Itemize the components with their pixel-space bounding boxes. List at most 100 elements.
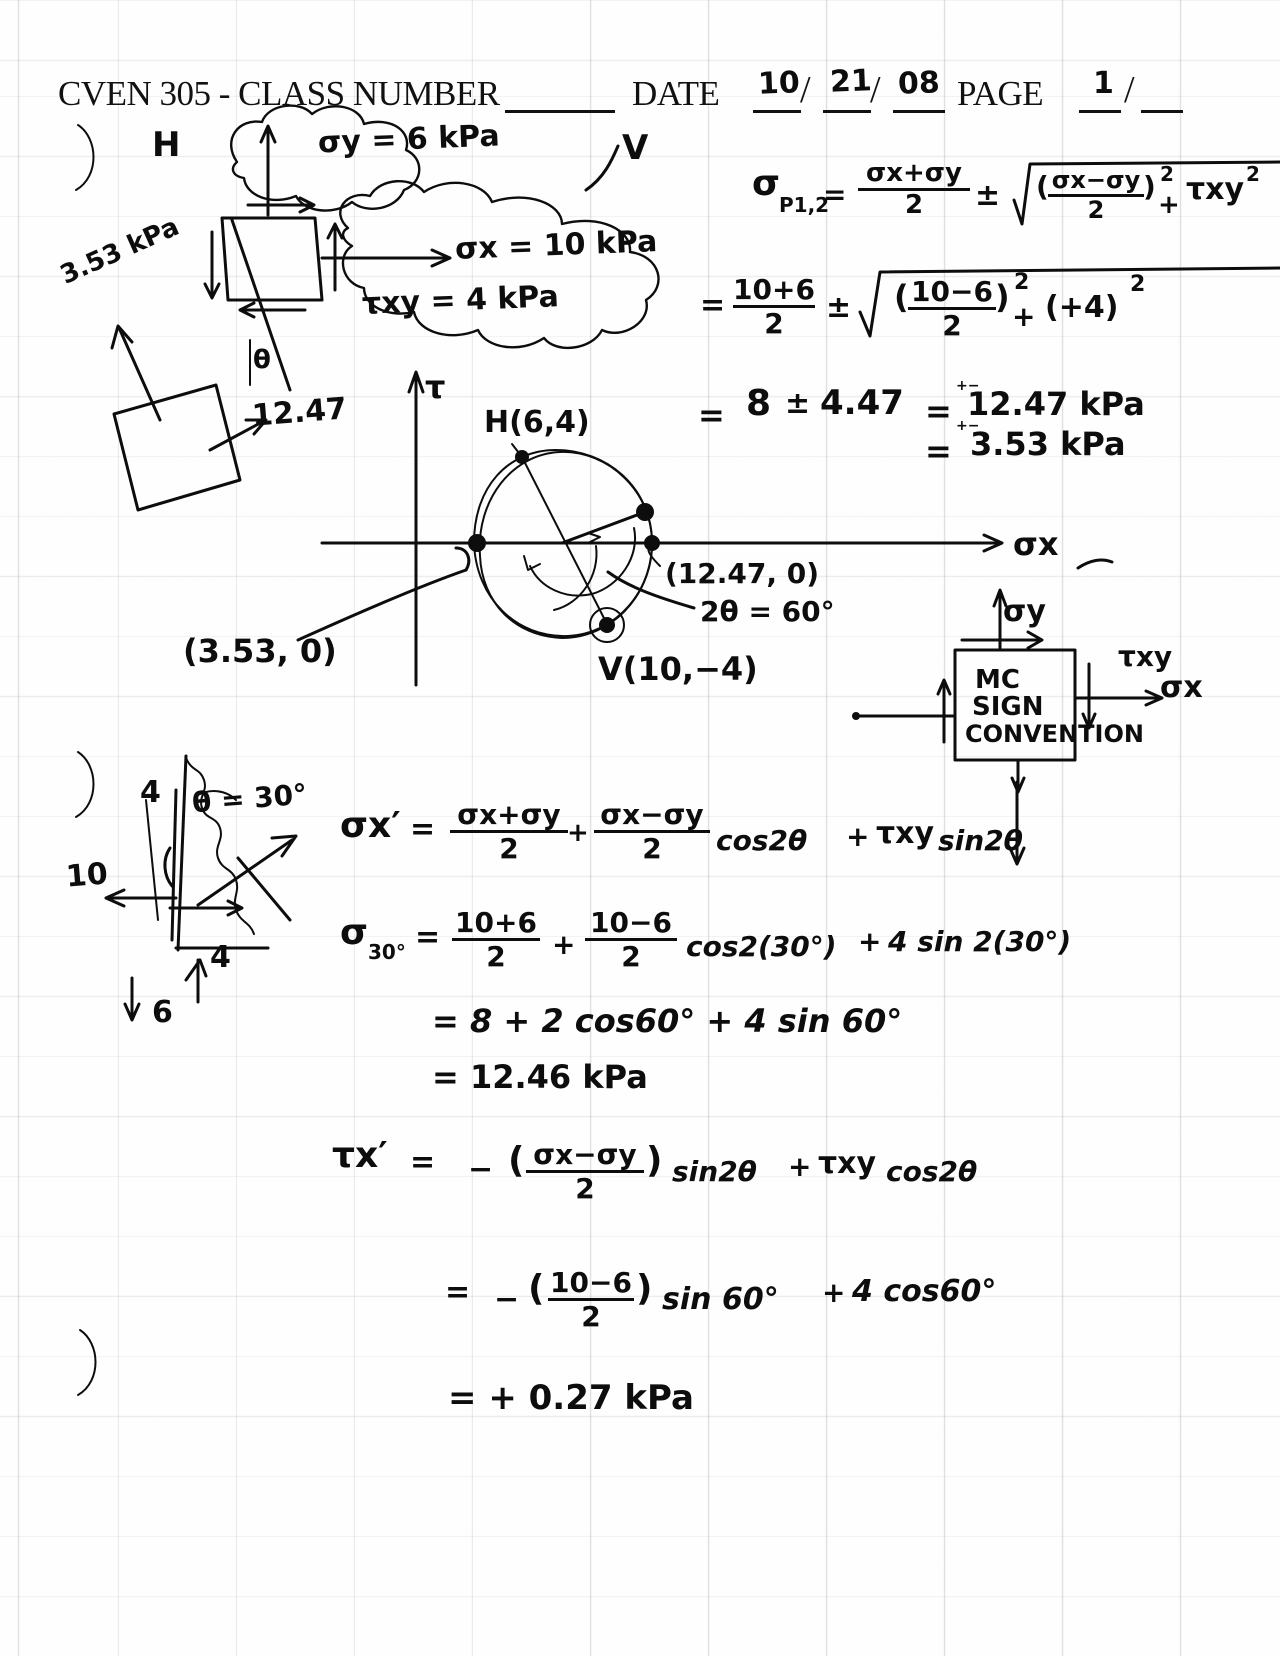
- tau-prime-t-num: σx−σy: [533, 1138, 637, 1171]
- leader-p2: [298, 570, 466, 640]
- mohr-two-theta-arc-2: [554, 546, 597, 610]
- rotated-theta: θ = 30°: [190, 777, 309, 820]
- sigma-prime-t1-bar: [450, 830, 568, 834]
- date-day-value: 21: [829, 63, 873, 100]
- sigma-y-callout: σy = 6 kPa: [317, 118, 501, 161]
- lower-6-arrowhead: [125, 1004, 139, 1020]
- rotated-left-load: 10: [64, 856, 110, 895]
- mohr-circle-outline: [474, 450, 652, 636]
- principal-numeric-inner-num: 10−6: [911, 275, 993, 308]
- sigma30-t1-num: 10+6: [455, 906, 537, 939]
- sigma-prime-sin: sin2θ: [938, 824, 1023, 857]
- stress-element-square: [222, 218, 322, 300]
- mohr-point-p2: (3.53, 0): [183, 632, 337, 670]
- sigma-p-symbol: σ: [752, 163, 781, 204]
- sigma-prime-t1-num: σx+σy: [457, 798, 561, 831]
- page-slash: /: [1124, 69, 1135, 111]
- principal-result-mid: 8: [746, 383, 772, 424]
- mohr-point-p1: (12.47, 0): [665, 557, 820, 590]
- principal-result-equals: =: [698, 396, 725, 434]
- sigma-prime-lhs: σx′: [340, 805, 401, 846]
- rotated-bottom-load2: 6: [152, 995, 173, 1030]
- mohr-tau-axis-arrowhead: [409, 372, 423, 392]
- tau-prime-t-bar: [526, 1170, 644, 1174]
- tau-numeric-cos: 4 cos60°: [852, 1274, 997, 1309]
- tau-prime-sin: sin2θ: [672, 1155, 757, 1188]
- date-slash-2: /: [870, 69, 881, 111]
- principal-353-arrow: [120, 330, 160, 420]
- binding-hole-1: [76, 125, 94, 190]
- sc-top-label-arrow: [1078, 560, 1112, 568]
- principal-numeric-t1-num: 10+6: [733, 273, 815, 306]
- mohr-point-h: H(6,4): [484, 405, 590, 440]
- v-pointer-arc: [586, 146, 618, 190]
- sigma-prime-t1-den: 2: [499, 832, 519, 866]
- principal-element-square: [114, 385, 240, 510]
- tau-numeric-t-den: 2: [581, 1300, 601, 1334]
- mohr-center-angle-tick: [588, 533, 600, 543]
- principal-numeric-paren-close: ): [995, 278, 1010, 316]
- sigma-prime-cos: cos2θ: [716, 824, 808, 857]
- rotated-top-load: 4: [140, 775, 161, 810]
- principal-result-plusminus: ±: [785, 386, 811, 421]
- class-number-blank: [505, 110, 615, 113]
- tau-prime-paren-close: ): [646, 1140, 663, 1181]
- sigma-p-term1-bar: [858, 188, 970, 192]
- tau-prime-t-den: 2: [575, 1172, 595, 1206]
- principal-result-half: 4.47: [820, 383, 904, 423]
- principal-result-value2: 3.53 kPa: [970, 425, 1126, 463]
- mohr-sigma-axis-arrowhead: [984, 535, 1002, 551]
- tau-prime-plus: +: [788, 1150, 812, 1183]
- page-total-rule: [1141, 110, 1183, 113]
- tau-numeric-equals: =: [445, 1275, 471, 1310]
- sigma-prime-plus1: +: [567, 818, 589, 848]
- mohr-radius-rotated: [562, 512, 645, 543]
- tau-left-arrowhead: [205, 284, 219, 298]
- tau-xy-callout: τxy = 4 kPa: [361, 279, 560, 322]
- sigma-prime-arrow: [198, 840, 292, 905]
- leader-p2-hook: [456, 548, 469, 570]
- sigma-prime-tau: τxy: [876, 816, 935, 851]
- sign-convention-line3: CONVENTION: [965, 720, 1144, 748]
- principal-numeric-tau-exp: 2: [1130, 272, 1146, 297]
- sigma-p-plusminus: ±: [975, 178, 1001, 213]
- tau-prime-paren-open: (: [508, 1140, 525, 1181]
- sigma30-plus1: +: [552, 928, 576, 961]
- principal-numeric-equals: =: [700, 288, 726, 323]
- sigma30-sub: 30°: [368, 940, 406, 964]
- sigma-prime-t2-den: 2: [642, 832, 662, 866]
- lower-element-shaded-edge: [165, 848, 172, 886]
- principal-result-value1: 12.47 kPa: [967, 385, 1145, 423]
- mohr-two-theta: 2θ = 60°: [700, 595, 835, 628]
- sigma-p-rad-den: 2: [1087, 196, 1105, 225]
- tau-numeric-t-bar: [548, 1298, 634, 1302]
- sigma30-lhs: σ: [340, 912, 369, 953]
- principal-result-pm-1: +−: [956, 378, 980, 394]
- sigma-p-rad-exp: 2: [1160, 162, 1174, 186]
- sigma-p-rad-num: σx−σy: [1051, 166, 1141, 194]
- tau-top-arrowhead: [300, 198, 314, 212]
- mohr-point-v-circle: [590, 608, 624, 642]
- sigma-p-subscript: P1,2: [779, 193, 830, 217]
- binding-hole-3: [78, 1330, 96, 1395]
- mohr-tau-axis-label: τ: [425, 368, 446, 406]
- sigma-p-term1-den: 2: [904, 190, 924, 221]
- sigma-p-term1-num: σx+σy: [865, 158, 962, 188]
- lower-element-left-face-2: [172, 790, 176, 940]
- sigma-p-equals: =: [823, 178, 847, 211]
- page-number-rule: [1079, 110, 1121, 113]
- sigma-p-rad-paren-close: ): [1143, 170, 1156, 203]
- principal-numeric-plus: +: [1012, 300, 1036, 333]
- sigma-prime-t2-num: σx−σy: [600, 798, 704, 831]
- principal-numeric-inner-den: 2: [942, 309, 962, 343]
- sigma-p-rad-tau: τxy: [1186, 172, 1245, 207]
- sigma-p-rad-tau-exp: 2: [1246, 162, 1260, 186]
- mohr-point-p2-dot: [468, 534, 486, 552]
- principal-numeric-t1-den: 2: [764, 307, 784, 341]
- sign-convention-line1: MC: [975, 665, 1020, 695]
- mohr-two-theta-arrowhead: [524, 556, 540, 570]
- sigma-prime-plus2: +: [846, 820, 870, 853]
- mohr-two-theta-arc: [530, 528, 635, 596]
- sc-sigma-y-down-arrowhead: [1012, 778, 1024, 792]
